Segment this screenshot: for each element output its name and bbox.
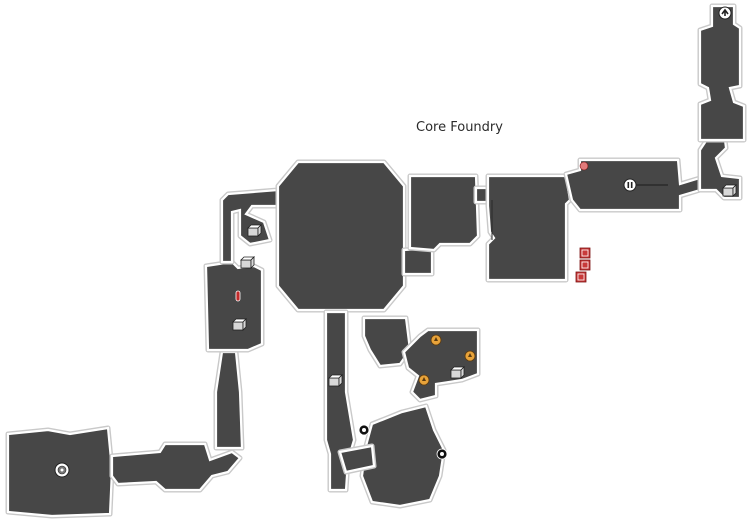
lore-icon[interactable] (430, 334, 442, 346)
red-chest-icon[interactable] (575, 271, 587, 283)
room-lower-cavern (360, 404, 446, 508)
chest-icon[interactable] (240, 256, 255, 269)
room-north-tower (698, 4, 746, 142)
red-marker-icon[interactable] (579, 161, 589, 171)
room-central-chamber (276, 160, 406, 312)
pause-icon[interactable] (623, 178, 637, 192)
room-foundry-west (408, 174, 480, 252)
lore-icon[interactable] (464, 350, 476, 362)
red-chest-icon[interactable] (579, 247, 591, 259)
rooms (5, 3, 747, 519)
room-shaft-west (214, 350, 244, 450)
exit-up-icon[interactable] (718, 6, 732, 20)
save-point-icon[interactable] (54, 462, 70, 478)
room-lower-connector (338, 444, 376, 474)
red-chest-icon[interactable] (579, 259, 591, 271)
room-west-hall (204, 260, 264, 352)
compass-icon[interactable] (436, 448, 448, 460)
chest-icon[interactable] (722, 184, 737, 197)
chest-icon[interactable] (450, 366, 465, 379)
room-foundry-east (486, 174, 572, 282)
lore-icon[interactable] (418, 374, 430, 386)
room-south-chamber (362, 316, 412, 368)
chest-icon[interactable] (232, 318, 247, 331)
health-vial-icon[interactable] (235, 290, 241, 302)
room-corridor-sw (110, 442, 242, 492)
red-chest-stack[interactable] (575, 247, 591, 283)
chest-icon[interactable] (247, 224, 262, 237)
room-south-column (324, 310, 356, 492)
area-label: Core Foundry (416, 120, 503, 135)
compass-icon[interactable] (358, 424, 370, 436)
chest-icon[interactable] (328, 374, 343, 387)
